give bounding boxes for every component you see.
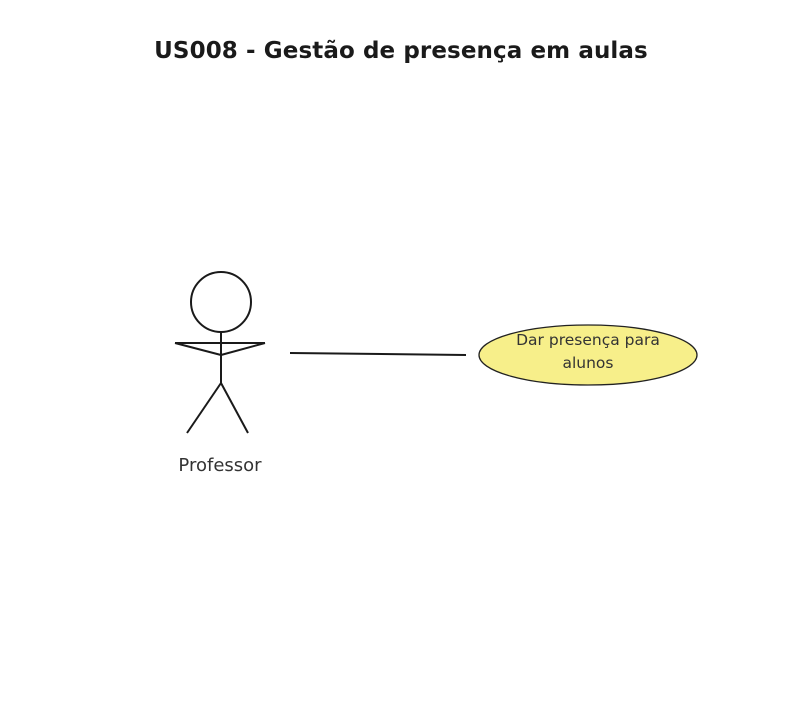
actor-professor[interactable] (174, 271, 266, 434)
actor-left-leg (186, 382, 222, 434)
actor-label: Professor (178, 455, 262, 476)
use-case-label: Dar presença para alunos (490, 329, 686, 375)
actor-head (190, 271, 252, 333)
actor-right-arm (220, 342, 266, 356)
use-case-label-line1: Dar presença para (516, 331, 660, 349)
association-line[interactable] (289, 352, 467, 356)
use-case-ellipse[interactable] (478, 324, 698, 386)
actor-left-arm (174, 342, 222, 356)
use-case-label-line2: alunos (562, 354, 614, 372)
actor-right-leg (220, 382, 249, 434)
diagram-title: US008 - Gestão de presença em aulas (154, 38, 648, 64)
